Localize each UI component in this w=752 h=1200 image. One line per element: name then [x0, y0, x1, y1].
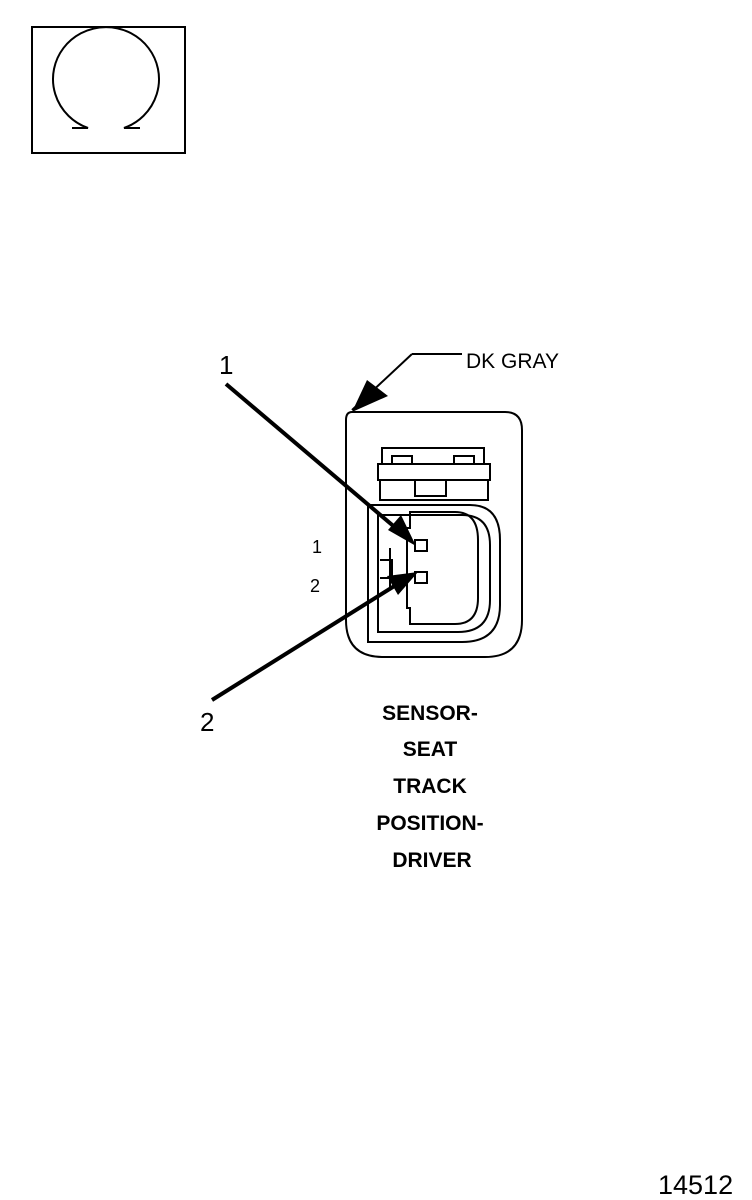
terminal-2 — [414, 571, 428, 584]
connector-title: SENSOR- SEAT TRACK POSITION- DRIVER — [376, 702, 483, 872]
title-line-2: SEAT — [403, 738, 458, 761]
title-line-4: POSITION- — [376, 812, 483, 835]
terminal-1 — [414, 539, 428, 552]
title-line-3: TRACK — [393, 775, 467, 798]
title-line-1: SENSOR- — [382, 702, 478, 725]
connector-color-label: DK GRAY — [466, 350, 559, 373]
callout-2: 2 — [200, 572, 418, 737]
figure-number: 14512 — [658, 1170, 733, 1200]
color-callout-arrowhead — [352, 380, 388, 412]
pin-number-2: 2 — [310, 576, 320, 596]
ohm-icon — [52, 26, 160, 129]
connector-body — [345, 411, 523, 658]
callout-1-arrow — [224, 382, 406, 537]
callout-1: 1 — [219, 350, 416, 546]
pin-number-1: 1 — [312, 537, 322, 557]
color-callout: DK GRAY — [351, 350, 559, 412]
callout-2-label: 2 — [200, 707, 214, 737]
ohm-symbol — [31, 26, 186, 154]
title-line-5: DRIVER — [392, 849, 471, 872]
callout-2-arrow — [210, 578, 406, 702]
callout-1-label: 1 — [219, 350, 233, 380]
